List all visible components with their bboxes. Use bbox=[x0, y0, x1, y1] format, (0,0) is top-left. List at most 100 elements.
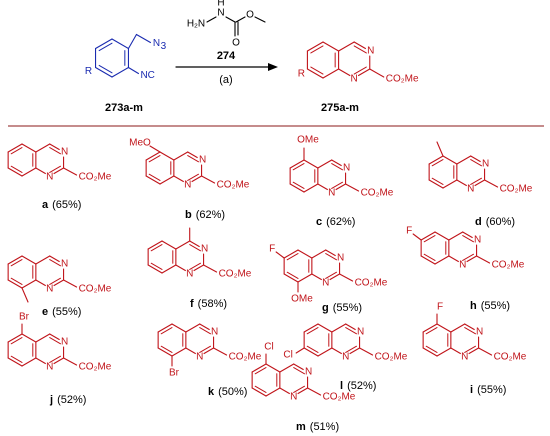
nitrogen-atom: N bbox=[46, 362, 53, 373]
compound-letter: j bbox=[49, 394, 53, 406]
compound-yield: (65%) bbox=[52, 199, 81, 211]
nitrogen-atom: N bbox=[61, 337, 68, 348]
nitrogen-atom: N bbox=[351, 74, 358, 85]
ester-group: CO₂Me bbox=[386, 74, 419, 85]
compound-label: g(55%) bbox=[322, 302, 362, 314]
nitrogen-atom: N bbox=[328, 188, 335, 199]
compound-yield: (60%) bbox=[486, 216, 515, 228]
r-group: R bbox=[85, 66, 92, 77]
reagent-h: H bbox=[217, 0, 224, 9]
compound-label: h(55%) bbox=[470, 300, 510, 312]
compound-label: d (60%) bbox=[475, 216, 515, 228]
ester-group: CO₂Me bbox=[500, 184, 533, 195]
ester-group: CO₂Me bbox=[323, 392, 356, 403]
product-275: N N R CO₂Me 275a-m bbox=[298, 41, 419, 114]
nitrogen-atom: N bbox=[367, 46, 374, 57]
compound-letter: e bbox=[42, 306, 48, 318]
ester-group: CO₂Me bbox=[361, 188, 394, 199]
fluoro-substituent: F bbox=[437, 302, 443, 313]
product-f: N N CO₂Me f (58%) bbox=[147, 227, 252, 310]
ester-group: CO₂Me bbox=[492, 260, 525, 271]
nitrogen-atom: N bbox=[482, 159, 489, 170]
nitrogen-atom: N bbox=[196, 352, 203, 363]
nitrogen-atom: N bbox=[357, 327, 364, 338]
compound-label: f (58%) bbox=[190, 298, 227, 310]
nitrogen-atom: N bbox=[201, 244, 208, 255]
nitrogen-atom: N bbox=[46, 284, 53, 295]
compound-label: k(50%) bbox=[208, 386, 247, 398]
compound-label: b(62%) bbox=[185, 209, 225, 221]
nitrogen-atom: N bbox=[61, 259, 68, 270]
compound-yield: (51%) bbox=[310, 421, 339, 433]
compound-letter: i bbox=[470, 384, 473, 396]
compound-letter: a bbox=[42, 199, 49, 211]
product-m: N N CO₂Me Cl m (51%) bbox=[251, 342, 356, 433]
nitrogen-atom: N bbox=[186, 269, 193, 280]
nitrogen-atom: N bbox=[322, 278, 329, 289]
reagent-h2n: H₂N bbox=[187, 19, 205, 30]
compound-yield: (58%) bbox=[198, 298, 227, 310]
compound-label: e (55%) bbox=[42, 306, 81, 318]
product-label: 275a-m bbox=[321, 102, 359, 114]
compound-letter: l bbox=[340, 380, 343, 392]
compound-letter: c bbox=[316, 216, 322, 228]
compound-yield: (62%) bbox=[196, 209, 225, 221]
compound-yield: (52%) bbox=[347, 380, 376, 392]
compound-label: c(62%) bbox=[316, 216, 355, 228]
reactant-label: 273a-m bbox=[105, 102, 143, 114]
chloro-substituent: Cl bbox=[264, 342, 273, 353]
fluoro-substituent: F bbox=[406, 226, 412, 237]
compound-label: l (52%) bbox=[340, 380, 376, 392]
compound-yield: (52%) bbox=[57, 394, 86, 406]
reaction-arrow: (a) bbox=[175, 63, 278, 86]
ester-group: CO₂Me bbox=[355, 278, 388, 289]
reagent-label: 274 bbox=[217, 50, 236, 62]
nitrogen-atom: N bbox=[305, 367, 312, 378]
nitrogen-atom: N bbox=[474, 235, 481, 246]
nitrogen-atom: N bbox=[211, 327, 218, 338]
ester-group: CO₂Me bbox=[217, 180, 250, 191]
compound-label: j (52%) bbox=[49, 394, 86, 406]
r-group: R bbox=[298, 69, 305, 80]
reagent-carbonyl-o: O bbox=[232, 38, 240, 49]
nitrogen-atom: N bbox=[476, 327, 483, 338]
nitrogen-atom: N bbox=[342, 352, 349, 363]
nitrogen-atom: N bbox=[61, 147, 68, 158]
compound-label: a(65%) bbox=[42, 199, 81, 211]
fluoro-substituent: F bbox=[269, 244, 275, 255]
compound-letter: m bbox=[296, 421, 306, 433]
compound-yield: (55%) bbox=[477, 384, 506, 396]
compound-label: i (55%) bbox=[470, 384, 506, 396]
azide-subscript: 3 bbox=[161, 41, 167, 52]
compound-yield: (55%) bbox=[52, 306, 81, 318]
ester-group: CO₂Me bbox=[229, 352, 262, 363]
nitrogen-atom: N bbox=[290, 392, 297, 403]
ester-group: CO₂Me bbox=[375, 352, 408, 363]
azide-group: N bbox=[153, 38, 160, 49]
arrow-head bbox=[268, 63, 278, 71]
ester-group: CO₂Me bbox=[219, 269, 252, 280]
reagent-ether-o: O bbox=[246, 10, 254, 21]
compound-yield: (55%) bbox=[333, 302, 362, 314]
nitrogen-atom: N bbox=[199, 155, 206, 166]
reagent-n: N bbox=[217, 8, 224, 19]
compound-letter: f bbox=[190, 298, 194, 310]
compound-letter: d bbox=[475, 216, 482, 228]
reaction-condition: (a) bbox=[219, 74, 232, 86]
methoxy-substituent: MeO bbox=[129, 138, 151, 149]
nitrogen-atom: N bbox=[343, 163, 350, 174]
nitrogen-atom: N bbox=[184, 180, 191, 191]
